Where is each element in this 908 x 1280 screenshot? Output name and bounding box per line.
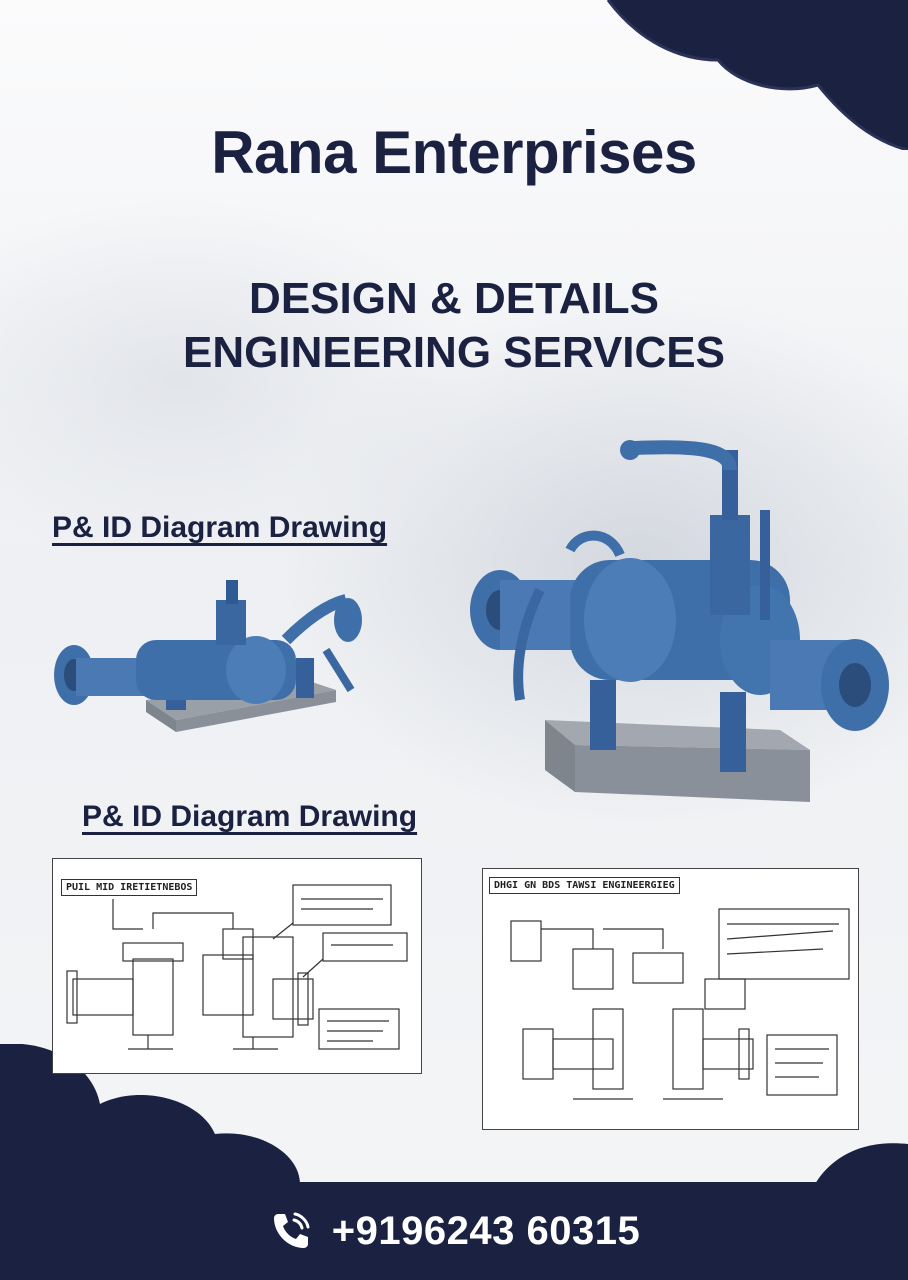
phone-ringing-icon (273, 1212, 310, 1248)
pid-drawing-2: DHGI GN BDS TAWSI ENGINEERGIEG (482, 868, 859, 1130)
company-name: Rana Enterprises (211, 119, 697, 186)
section-label-pid-1: P& ID Diagram Drawing (52, 511, 388, 544)
cloud-decoration-bottom (0, 1044, 908, 1184)
drawing-2-schematic (510, 908, 850, 1100)
drawing-2-title: DHGI GN BDS TAWSI ENGINEERGIEG (489, 877, 680, 894)
section-label-pid-2: P& ID Diagram Drawing (82, 800, 418, 833)
headline-line-2: ENGINEERING SERVICES (183, 328, 725, 377)
footer-contact-bar: +9196243 60315 (0, 1182, 908, 1280)
headline: DESIGN & DETAILS ENGINEERING SERVICES (0, 272, 908, 380)
corner-decoration-top-right (606, 0, 908, 150)
drawing-1-schematic (66, 884, 408, 1050)
phone-number[interactable]: +9196243 60315 (331, 1208, 641, 1253)
drawing-1-title: PUIL MID IRETIETNEBOS (61, 879, 198, 896)
pid-drawing-1: PUIL MID IRETIETNEBOS (52, 858, 422, 1074)
headline-line-1: DESIGN & DETAILS (249, 274, 659, 323)
pump-machine-image-small (54, 580, 362, 732)
pump-machine-image-large (470, 440, 889, 802)
